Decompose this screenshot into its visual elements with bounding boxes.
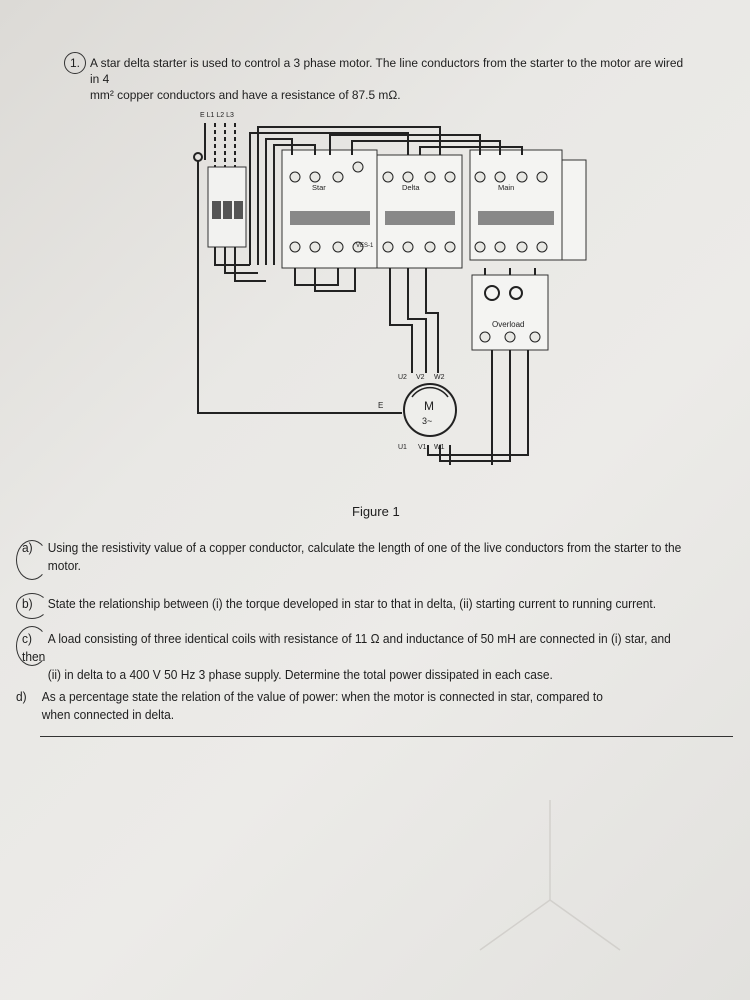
wiring-diagram: E L1 L2 L3 Star Delta Main VES-1 Overloa… bbox=[193, 112, 587, 465]
star-contactor-label: Star bbox=[312, 183, 326, 192]
show-through-figure bbox=[479, 800, 621, 951]
question-number: 1. bbox=[64, 52, 86, 74]
part-a-line-1: Using the resistivity value of a copper … bbox=[47, 540, 682, 555]
terminal-w1: W1 bbox=[434, 444, 445, 451]
motor-m-label: M bbox=[424, 399, 434, 413]
intro-line-1: A star delta starter is used to control … bbox=[90, 56, 684, 86]
pen-circle-b bbox=[16, 593, 48, 619]
terminal-w2: W2 bbox=[434, 374, 445, 381]
part-c-label: c) bbox=[22, 631, 32, 646]
part-b-line-1: State the relationship between (i) the t… bbox=[47, 596, 657, 611]
pen-circle-c bbox=[16, 626, 48, 666]
terminal-u1: U1 bbox=[398, 444, 407, 451]
earth-label: E bbox=[378, 401, 383, 410]
part-c-line-2: (ii) in delta to a 400 V 50 Hz 3 phase s… bbox=[47, 667, 553, 682]
part-d-label: d) bbox=[16, 689, 27, 704]
intro-line-2: mm² copper conductors and have a resista… bbox=[90, 88, 401, 102]
part-b: b) State the relationship between (i) the… bbox=[22, 595, 656, 613]
terminal-v1: V1 bbox=[418, 444, 427, 451]
relay-label: VES-1 bbox=[356, 243, 374, 249]
motor-symbol bbox=[403, 383, 457, 437]
part-d: d) As a percentage state the relation of … bbox=[16, 688, 603, 724]
part-a-line-2: motor. bbox=[47, 558, 81, 573]
part-a-label: a) bbox=[22, 540, 33, 555]
question-intro: A star delta starter is used to control … bbox=[90, 55, 691, 103]
part-c-line-1: A load consisting of three identical coi… bbox=[22, 631, 671, 664]
terminal-u2: U2 bbox=[398, 374, 407, 381]
part-d-line-1: As a percentage state the relation of th… bbox=[41, 689, 603, 704]
part-d-line-2: when connected in delta. bbox=[41, 707, 175, 722]
overload-label: Overload bbox=[492, 320, 524, 329]
section-divider bbox=[40, 736, 733, 737]
main-contactor-label: Main bbox=[498, 183, 514, 192]
motor-phase-label: 3~ bbox=[422, 416, 432, 426]
terminal-v2: V2 bbox=[416, 374, 425, 381]
delta-contactor-label: Delta bbox=[402, 183, 420, 192]
part-a: a) Using the resistivity value of a coppe… bbox=[22, 539, 681, 575]
part-b-label: b) bbox=[22, 596, 33, 611]
part-c: c)A load consisting of three identical c… bbox=[22, 630, 692, 684]
pen-circle-a bbox=[16, 540, 48, 580]
supply-labels: E L1 L2 L3 bbox=[200, 112, 234, 119]
figure-caption: Figure 1 bbox=[352, 504, 400, 519]
